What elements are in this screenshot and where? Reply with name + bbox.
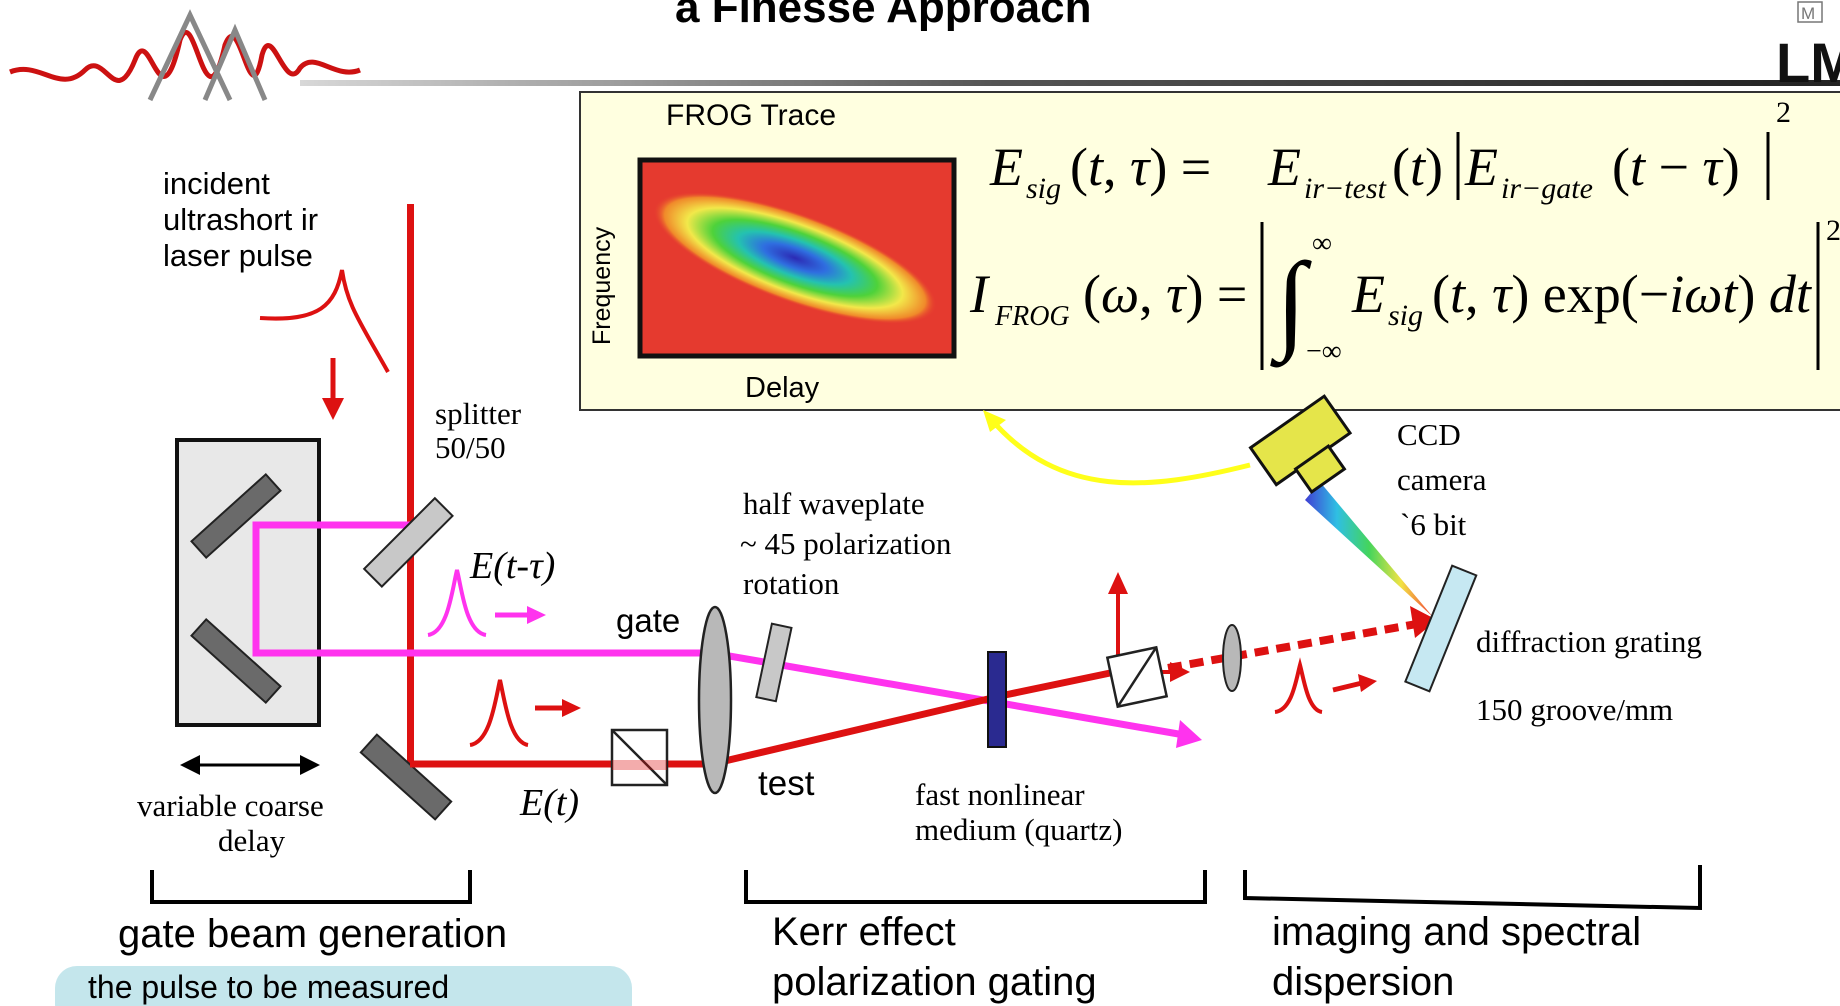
incident-label-3: laser pulse [163,238,313,273]
signal-arrow [988,416,1251,486]
frog-y-axis: Frequency [588,226,616,345]
svg-text:(ω, τ) =: (ω, τ) = [1083,264,1247,324]
test-pulse [469,679,529,747]
section-kerr-1: Kerr effect [772,910,956,954]
svg-text:ir−test: ir−test [1304,172,1387,205]
delay-mirror-bottom [190,617,282,705]
frog-trace-title: FROG Trace [666,99,836,132]
nonlinear-label-1: fast nonlinear [915,777,1085,812]
gate-beam [252,521,1191,740]
section-gate-generation: gate beam generation [118,912,507,956]
svg-text:2: 2 [1826,214,1840,247]
svg-text:E: E [1267,137,1301,197]
focusing-lens [697,605,733,795]
ccd-label-2: camera [1397,462,1487,497]
waveplate-label-1: half waveplate [743,486,925,521]
test-field-label: E(t) [519,782,579,824]
signal-pulse [1274,657,1323,714]
gate-label: gate [616,602,680,639]
delay-label-2: delay [218,823,286,858]
bracket-gate-generation [150,870,472,904]
delay-mirror-top [190,472,282,560]
svg-text:sig: sig [1388,299,1423,332]
ccd-label-1: CCD [1397,417,1461,452]
equation-esig: E sig (t, τ) = E ir−test (t) E ir−gate (… [989,96,1791,205]
svg-text:E: E [1351,264,1385,324]
svg-text:FROG: FROG [994,301,1070,332]
diffraction-label: diffraction grating [1476,624,1702,659]
beam-splitter [362,496,454,588]
incident-label-2: ultrashort ir [163,202,318,237]
half-waveplate [755,622,793,703]
analyzer-polarizer [1105,645,1169,709]
svg-text:E: E [989,137,1023,197]
svg-text:I: I [969,264,991,324]
frog-panel: FROG Trace Frequency Delay [579,91,1840,411]
diffraction-grating [1404,564,1478,693]
svg-text:∞: ∞ [1312,228,1332,259]
steering-mirror [359,733,453,821]
incident-label-1: incident [163,166,270,201]
equation-ifrog: I FROG (ω, τ) = ∫ ∞ −∞ E sig (t, τ) exp(… [969,214,1840,370]
section-kerr-2: polarization gating [772,960,1097,1004]
slide-title: a Finesse Approach [675,0,1092,32]
corner-logo: M LM [1776,1,1840,94]
svg-text:LM: LM [1776,31,1840,94]
delay-label-1: variable coarse [137,788,324,823]
frog-trace-blob [653,192,937,324]
bracket-kerr [744,870,1207,904]
svg-text:(t − τ): (t − τ) [1612,137,1740,197]
header-rule [300,80,1840,86]
test-label: test [758,764,815,803]
svg-text:M: M [1801,4,1815,23]
nonlinear-medium [987,651,1007,748]
groove-label: 150 groove/mm [1476,692,1673,727]
signal-beam [1167,618,1429,672]
gate-field-label: E(t-τ) [469,545,555,587]
ccd-camera [1248,394,1353,495]
frog-x-axis: Delay [745,372,820,404]
note-text: the pulse to be measured [88,969,449,1005]
bracket-imaging [1243,865,1702,911]
splitter-label-1: splitter [435,396,522,431]
svg-text:(t, τ) exp(−iωt) dt: (t, τ) exp(−iωt) dt [1432,264,1813,324]
incident-beam [407,204,414,764]
svg-text:sig: sig [1026,172,1061,205]
polarizer-test [610,728,669,787]
dispersed-spectrum [1305,482,1433,617]
section-imaging-1: imaging and spectral [1272,910,1641,954]
waveplate-label-2: ~ 45 polarization [740,526,952,561]
svg-text:2: 2 [1776,96,1791,129]
waveplate-label-3: rotation [743,566,840,601]
imaging-lens [1222,624,1242,692]
svg-text:(t, τ) =: (t, τ) = [1070,137,1211,197]
incident-pulse [259,269,390,373]
section-imaging-2: dispersion [1272,960,1454,1004]
svg-text:−∞: −∞ [1306,336,1342,367]
wave-logo [9,9,361,102]
svg-text:(t): (t) [1392,137,1443,197]
signal-arrow-head [983,410,1006,432]
svg-text:∫: ∫ [1270,240,1312,368]
note-box [55,966,632,1006]
svg-text:E: E [1464,137,1498,197]
test-beam [410,668,1116,768]
ccd-label-3: `6 bit [1400,507,1467,542]
splitter-label-2: 50/50 [435,430,506,465]
nonlinear-label-2: medium (quartz) [915,812,1122,847]
svg-text:ir−gate: ir−gate [1501,172,1593,205]
gate-pulse [427,569,487,637]
